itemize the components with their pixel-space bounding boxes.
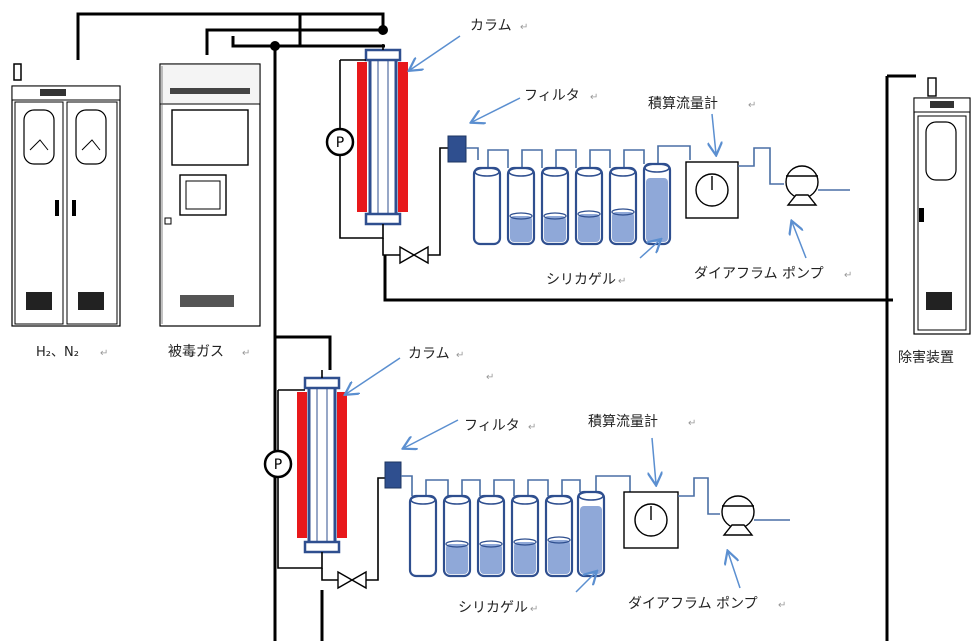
column-bottom <box>297 376 347 554</box>
return-mark: ↵ <box>100 348 108 359</box>
label-poison-gas: 被毒ガス <box>168 344 224 360</box>
filter-bottom <box>384 461 402 489</box>
main-piping <box>76 12 916 641</box>
return-mark: ↵ <box>748 100 756 111</box>
pressure-symbol-bottom: P <box>274 457 282 473</box>
label-pump-top: ダイアフラム ポンプ <box>694 266 824 282</box>
return-mark: ↵ <box>528 422 536 433</box>
return-mark: ↵ <box>618 276 626 287</box>
label-silica-top: シリカゲル <box>546 272 616 288</box>
label-abatement: 除害装置 <box>898 350 954 366</box>
label-silica-bottom: シリカゲル <box>458 600 528 616</box>
pressure-gauge-bottom <box>263 449 293 479</box>
flow-meter-top <box>685 161 739 219</box>
return-mark: ↵ <box>844 270 852 281</box>
label-column-top: カラム <box>470 18 512 34</box>
label-cylinders: H₂、N₂ <box>36 345 79 360</box>
labels: カラム ↵ フィルタ ↵ 積算流量計 ↵ シリカゲル ↵ ダイアフラム ポンプ … <box>36 18 954 616</box>
flow-meter-bottom <box>623 491 679 549</box>
label-filter-bottom: フィルタ <box>464 418 520 434</box>
return-mark: ↵ <box>520 22 528 33</box>
diaphragm-pump-bottom <box>721 495 755 536</box>
label-pump-bottom: ダイアフラム ポンプ <box>628 596 758 612</box>
poison-gas-cabinet <box>159 63 261 327</box>
leader-arrows <box>346 35 807 593</box>
top-line: P <box>325 44 850 265</box>
silica-gel-tubes-top <box>466 145 691 246</box>
bottom-line: P <box>263 370 790 590</box>
valve-top-icon <box>399 245 429 265</box>
pressure-symbol-top: P <box>336 135 344 151</box>
return-mark: ↵ <box>486 372 494 383</box>
label-column-bottom: カラム <box>408 346 450 362</box>
valve-bottom-icon <box>337 570 367 590</box>
return-mark: ↵ <box>778 600 786 611</box>
return-mark: ↵ <box>456 350 464 361</box>
label-flowmeter-top: 積算流量計 <box>648 96 718 112</box>
pressure-gauge-top <box>325 127 355 157</box>
junction-dot <box>270 41 280 51</box>
junction-dot <box>378 25 388 35</box>
filter-top <box>447 135 467 163</box>
return-mark: ↵ <box>688 418 696 429</box>
diaphragm-pump-top <box>785 165 819 206</box>
return-mark: ↵ <box>242 348 250 359</box>
abatement-unit <box>913 77 971 335</box>
column-top <box>357 48 408 226</box>
gas-cylinder-cabinet <box>11 63 121 327</box>
label-filter-top: フィルタ <box>524 88 580 104</box>
label-flowmeter-bottom: 積算流量計 <box>588 414 658 430</box>
silica-gel-tubes-bottom <box>401 475 631 578</box>
return-mark: ↵ <box>590 92 598 103</box>
return-mark: ↵ <box>530 604 538 615</box>
